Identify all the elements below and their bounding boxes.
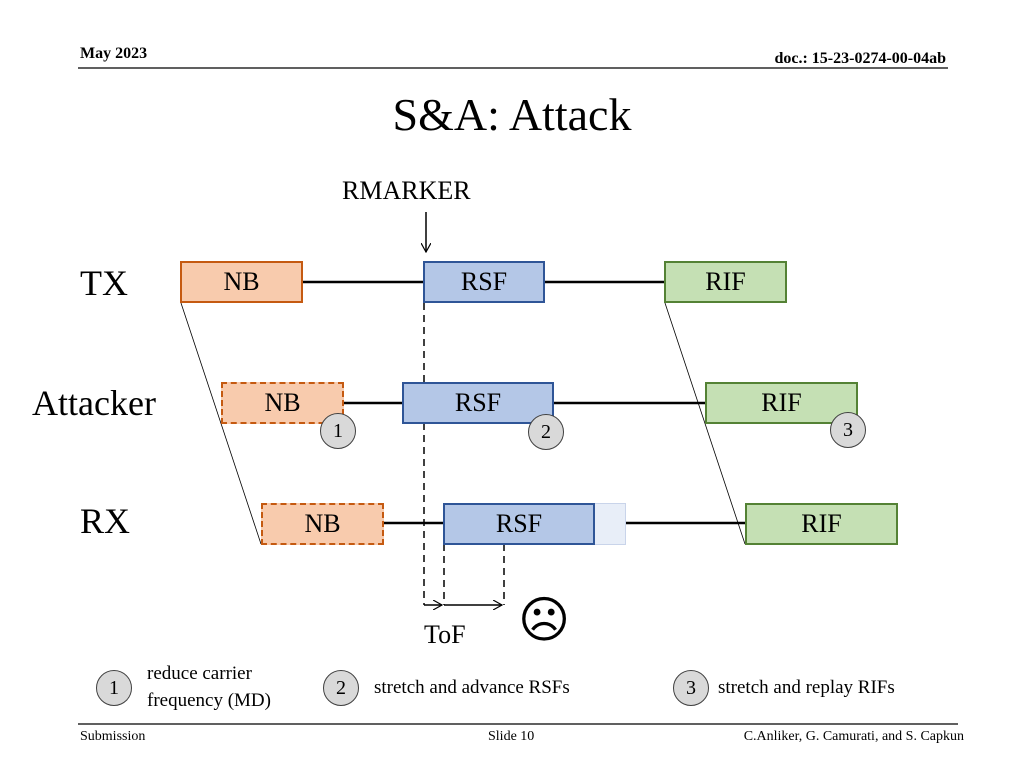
attacker-rsf-box: RSF [402,382,554,424]
legend-1-circle: 1 [96,670,132,706]
rx-rsf-ghost [593,503,626,545]
legend-2-circle: 2 [323,670,359,706]
tof-label: ToF [424,620,466,649]
attacker-nb-box: NB [221,382,344,424]
legend-1-text: reduce carrier frequency (MD) [147,663,271,711]
rx-nb-box: NB [261,503,384,545]
tx-rsf-box: RSF [423,261,545,303]
attacker-rif-box: RIF [705,382,858,424]
header-doc: doc.: 15-23-0274-00-04ab [774,50,946,67]
tx-rif-box: RIF [664,261,787,303]
marker-1: 1 [320,413,356,449]
row-label-attacker: Attacker [32,383,156,423]
row-label-tx: TX [80,263,128,303]
legend-3-circle: 3 [673,670,709,706]
row-label-rx: RX [80,501,131,541]
footer-submission: Submission [80,729,146,744]
sad-face-icon: ☹ [518,592,571,648]
rmarker-label: RMARKER [342,176,471,205]
marker-3: 3 [830,412,866,448]
footer-authors: C.Anliker, G. Camurati, and S. Capkun [743,729,964,744]
tx-nb-box: NB [180,261,303,303]
slide-title: S&A: Attack [392,89,632,140]
legend-3-text: stretch and replay RIFs [718,677,895,698]
rx-rsf-box: RSF [443,503,595,545]
marker-2: 2 [528,414,564,450]
rx-rif-box: RIF [745,503,898,545]
legend-2-text: stretch and advance RSFs [374,677,570,698]
footer-slide-number: Slide 10 [488,729,535,744]
header-date: May 2023 [80,45,148,62]
